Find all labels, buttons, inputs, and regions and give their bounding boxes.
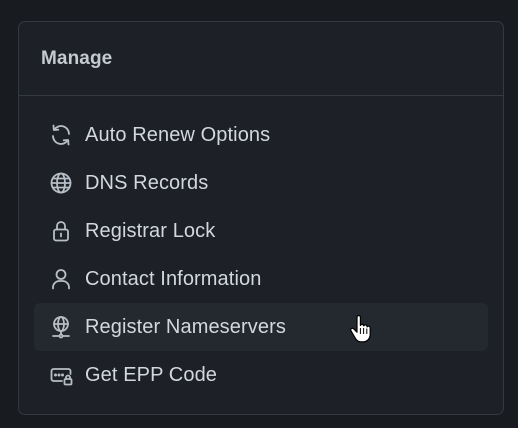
menu-item-label: Auto Renew Options [85,123,271,146]
menu-item-auto-renew-options[interactable]: Auto Renew Options [34,111,488,159]
user-icon [48,266,74,292]
menu-item-label: Get EPP Code [85,363,218,386]
menu-item-label: Registrar Lock [85,219,216,242]
network-globe-icon [48,314,74,340]
key-code-icon [48,362,74,388]
globe-icon [48,170,74,196]
menu-item-contact-information[interactable]: Contact Information [34,255,488,303]
panel-title: Manage [41,47,113,69]
lock-icon [48,218,74,244]
menu-item-label: DNS Records [85,171,209,194]
manage-menu: Auto Renew Options DNS Records [19,96,503,399]
menu-item-dns-records[interactable]: DNS Records [34,159,488,207]
panel-header: Manage [19,22,503,96]
hand-pointer-cursor-icon [350,315,371,343]
menu-item-label: Contact Information [85,267,262,290]
menu-item-label: Register Nameservers [85,315,286,338]
refresh-icon [48,122,74,148]
menu-item-register-nameservers[interactable]: Register Nameservers [34,303,488,351]
manage-panel: Manage Auto Renew Options [18,21,504,415]
menu-item-registrar-lock[interactable]: Registrar Lock [34,207,488,255]
menu-item-get-epp-code[interactable]: Get EPP Code [34,351,488,399]
